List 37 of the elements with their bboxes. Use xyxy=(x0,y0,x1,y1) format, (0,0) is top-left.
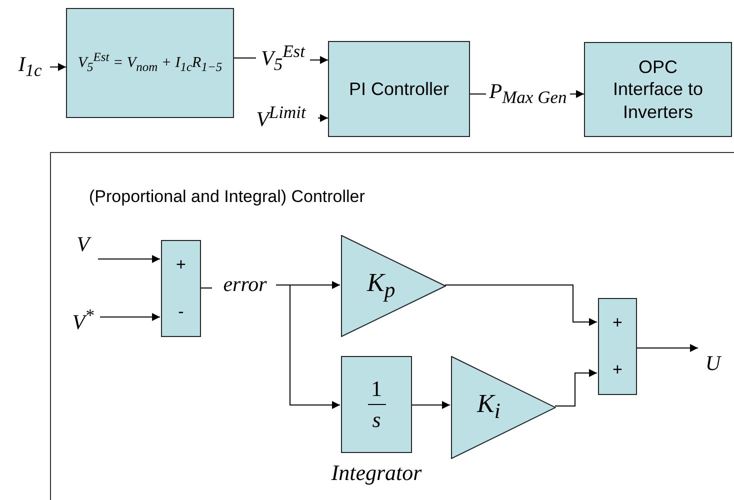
connector-arrow xyxy=(570,90,584,98)
connector-arrow xyxy=(554,369,598,406)
signal-label: I$_{1c}$ xyxy=(18,53,42,81)
block-caption: Integrator xyxy=(331,460,422,486)
signal-label: U xyxy=(705,352,721,376)
connector-arrow xyxy=(276,284,340,409)
connector-arrow xyxy=(636,344,698,352)
frame-heading: (Proportional and Integral) Controller xyxy=(89,187,365,207)
signal-label: error xyxy=(223,273,267,297)
connector-arrow xyxy=(410,401,450,409)
gain-label: K$_{i}$ xyxy=(477,390,500,424)
process-block xyxy=(584,42,732,137)
summing-block xyxy=(161,240,201,337)
numerator: 1 xyxy=(370,376,383,401)
sign-label: + xyxy=(176,254,186,275)
connector-arrow xyxy=(318,114,328,122)
signal-label: V$^{Limit}$ xyxy=(256,102,306,132)
sign-label: + xyxy=(612,360,622,380)
gain-label: K$_{p}$ xyxy=(367,268,396,303)
connector-arrow xyxy=(98,255,160,263)
controller-frame xyxy=(50,152,734,500)
process-block xyxy=(328,41,470,137)
sign-label: + xyxy=(612,312,622,333)
signal-label: P$_{Max Gen}$ xyxy=(489,80,567,108)
signal-label: V$^{*}$ xyxy=(72,306,94,334)
denominator: s xyxy=(371,408,382,432)
summing-block xyxy=(598,298,637,395)
equation: V$_{5}$$^{Est}$ = V$_{nom}$ + I$_{1c}$R$_{1−5}$ xyxy=(78,51,222,75)
connector-arrow xyxy=(100,313,160,321)
block-label: PI Controller xyxy=(348,78,450,100)
block-label: OPC Interface to Inverters xyxy=(612,56,704,124)
signal-label: V xyxy=(76,233,90,257)
equation-block xyxy=(66,8,234,118)
connector-arrow xyxy=(310,56,328,64)
connector-arrow xyxy=(50,63,66,71)
connector-arrow xyxy=(444,284,598,326)
sign-label: - xyxy=(178,302,184,322)
